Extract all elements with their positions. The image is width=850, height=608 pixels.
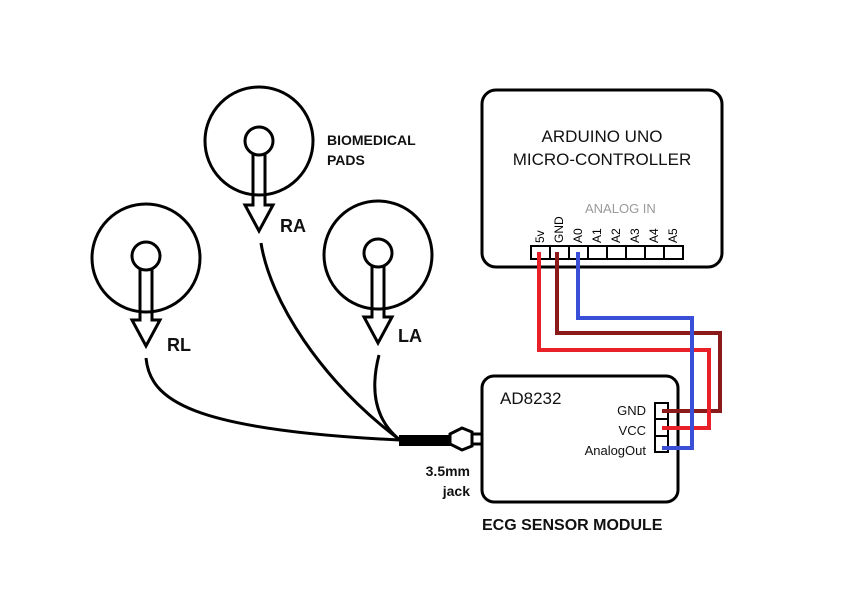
arduino-pin-label-a0: A0 <box>570 228 585 243</box>
biomedical-pads-label: BIOMEDICAL PADS <box>327 132 416 168</box>
ad8232-title: AD8232 <box>500 389 562 408</box>
ad8232-board <box>480 374 680 504</box>
arduino-pin-label-gnd: GND <box>551 216 566 243</box>
ad8232-pin-vcc: VCC <box>618 423 646 438</box>
arduino-title-line1: ARDUINO UNO <box>541 127 663 146</box>
ra-label: RA <box>280 216 306 236</box>
header-dividers <box>549 246 665 259</box>
arduino-pin-label-a5: A5 <box>665 228 680 243</box>
ad8232-pin-gnd: GND <box>617 403 646 418</box>
arduino-pin-label-a3: A3 <box>627 228 642 243</box>
arduino-pin-label-5v: 5v <box>532 230 547 243</box>
arduino-pin-label-a4: A4 <box>646 228 661 243</box>
analog-in-label: ANALOG IN <box>585 201 656 216</box>
jack-label: 3.5mm jack <box>425 463 470 499</box>
wire-gnd <box>555 252 722 413</box>
ecg-module-label: ECG SENSOR MODULE <box>482 517 663 534</box>
pad-ra <box>203 85 315 235</box>
pad-la <box>322 199 434 347</box>
arduino-board <box>480 88 724 269</box>
jack-plug <box>399 426 482 452</box>
arduino-title-line2: MICRO-CONTROLLER <box>512 150 692 169</box>
pad-rl <box>90 202 202 350</box>
arduino-pin-label-a1: A1 <box>589 228 604 243</box>
ad8232-pin-analogout: AnalogOut <box>584 443 646 458</box>
la-label: LA <box>398 326 422 346</box>
wire-a0 <box>576 252 694 450</box>
arduino-pin-label-a2: A2 <box>608 228 623 243</box>
rl-label: RL <box>167 335 191 355</box>
lead-cables <box>144 242 401 442</box>
